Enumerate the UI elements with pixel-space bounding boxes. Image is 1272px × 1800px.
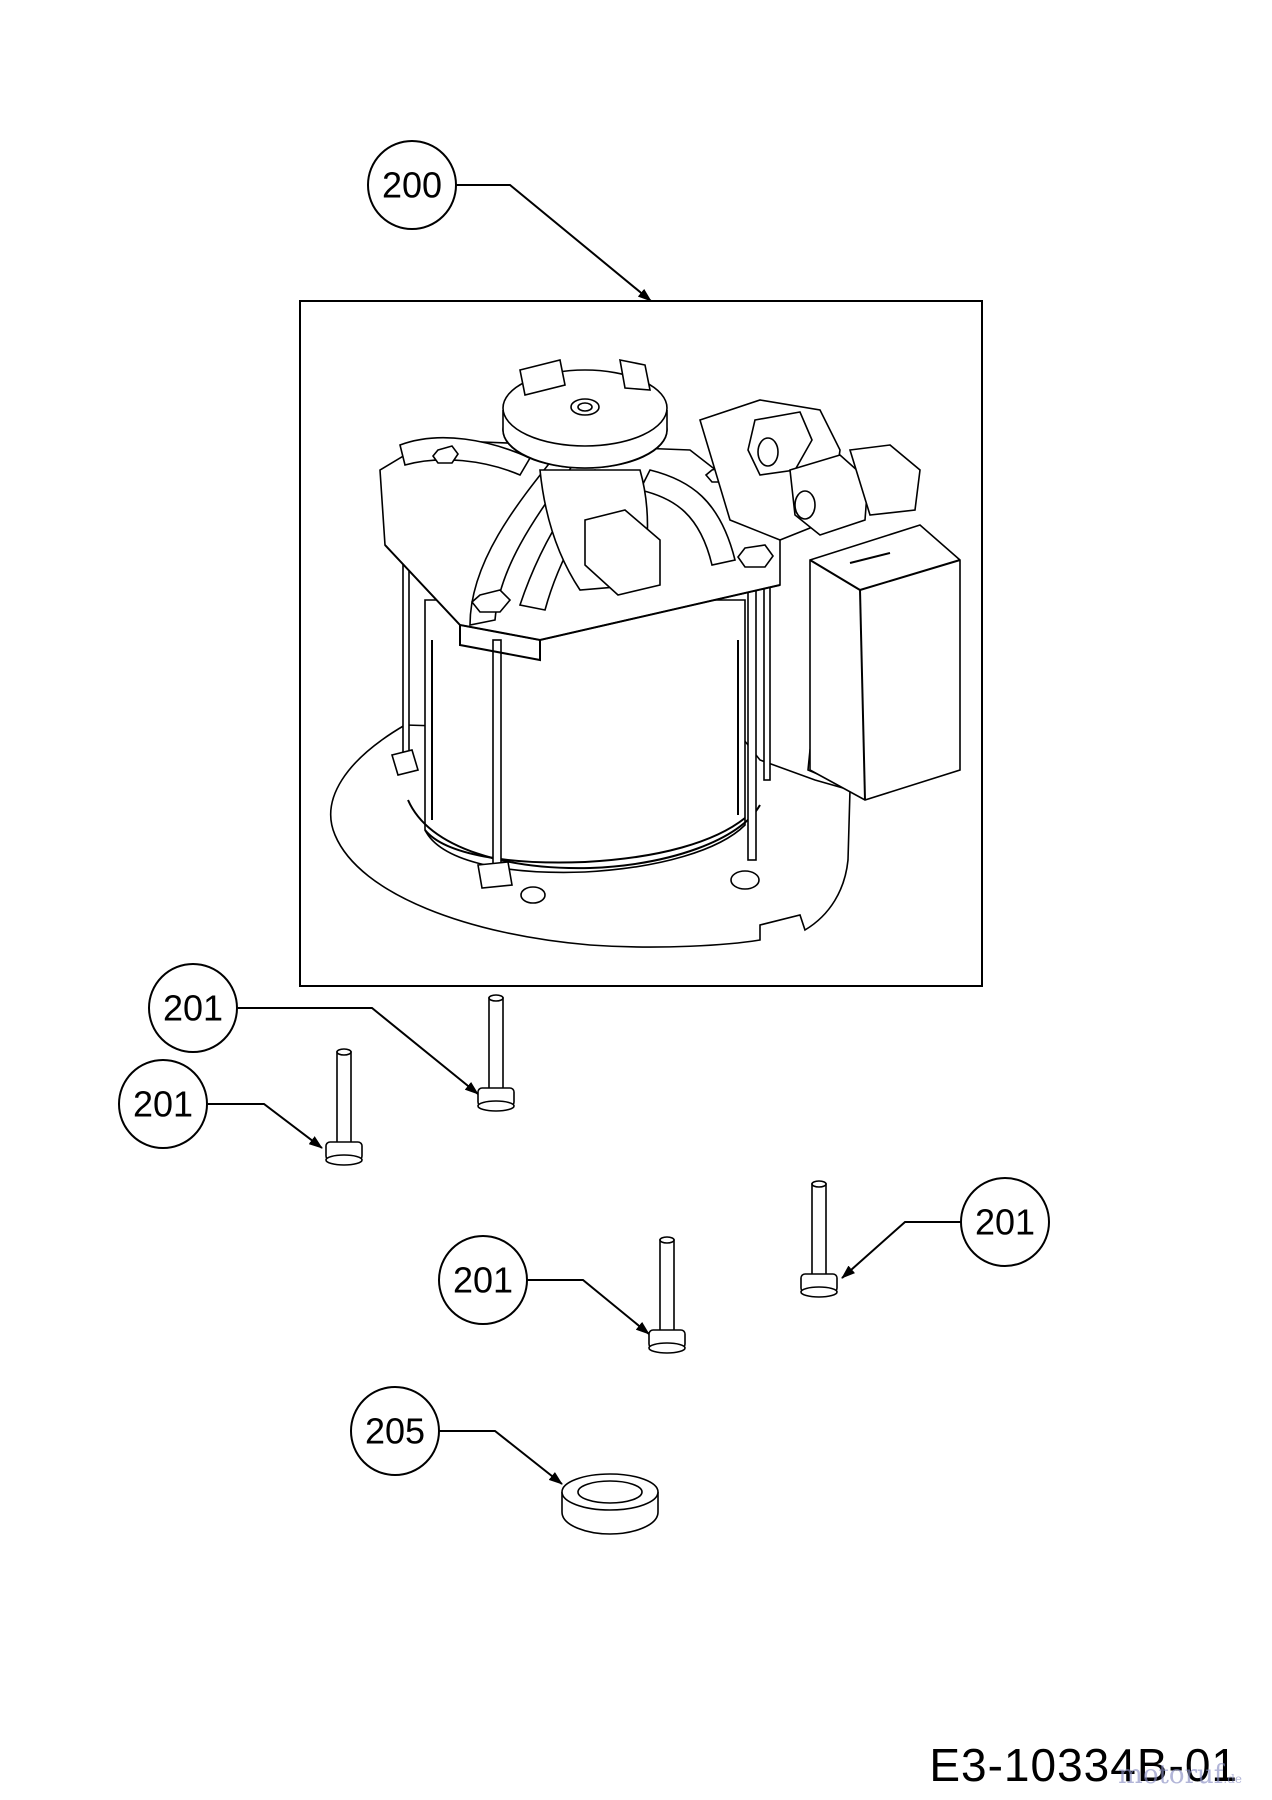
screw-2-drawing xyxy=(325,1048,363,1166)
callout-205: 205 xyxy=(350,1386,440,1476)
screw-1-drawing xyxy=(477,994,515,1112)
callout-201-d: 201 xyxy=(438,1235,528,1325)
watermark-text: motoruf xyxy=(1118,1760,1224,1790)
callout-200: 200 xyxy=(367,140,457,230)
callout-201-b: 201 xyxy=(118,1059,208,1149)
callout-201-a: 201 xyxy=(148,963,238,1053)
watermark-tld: .de xyxy=(1223,1772,1242,1786)
callout-205-label: 205 xyxy=(365,1411,425,1452)
watermark-logo: motoruf.de xyxy=(1118,1760,1242,1790)
callout-201-a-label: 201 xyxy=(163,988,223,1029)
callout-201-c-label: 201 xyxy=(975,1202,1035,1243)
leader-lines xyxy=(208,184,961,1485)
drawing-code: E3-10334B-01 xyxy=(929,1739,1238,1791)
screw-3-drawing xyxy=(800,1180,838,1298)
motor-assembly-illustration xyxy=(330,358,961,948)
callout-201-c: 201 xyxy=(960,1177,1050,1267)
callout-201-b-label: 201 xyxy=(133,1084,193,1125)
screw-4-drawing xyxy=(648,1236,686,1354)
bushing-drawing xyxy=(561,1473,659,1535)
callout-201-d-label: 201 xyxy=(453,1260,513,1301)
callout-200-label: 200 xyxy=(382,165,442,206)
